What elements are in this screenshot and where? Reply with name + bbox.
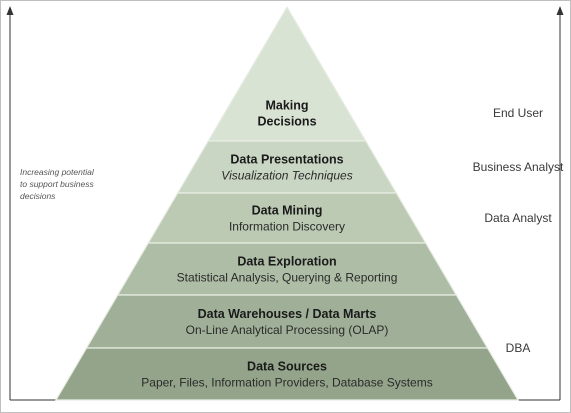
left-axis-arrow (6, 6, 14, 400)
right-axis-arrow (556, 6, 564, 400)
side-note-line-1: to support business (20, 179, 94, 189)
pyramid-level-2 (147, 192, 427, 244)
pyramid-level-3-title: Data Exploration (237, 255, 336, 269)
pyramid-level-2-title: Data Mining (252, 204, 323, 218)
role-label-2: Data Analyst (484, 211, 552, 225)
pyramid-level-4-subtitle: On-Line Analytical Processing (OLAP) (186, 323, 389, 337)
pyramid-level-3-subtitle: Statistical Analysis, Querying & Reporti… (177, 271, 398, 285)
role-label-3: DBA (506, 341, 531, 355)
pyramid-level-5-title: Data Sources (247, 360, 327, 374)
pyramid-level-1 (176, 140, 398, 194)
pyramid-level-1-title: Data Presentations (230, 153, 343, 167)
pyramid-level-3 (116, 242, 458, 296)
pyramid-level-4-title: Data Warehouses / Data Marts (198, 307, 377, 321)
pyramid-level-0-title: Making (265, 99, 308, 113)
side-note: Increasing potential to support business d… (20, 167, 95, 201)
pyramid-level-2-subtitle: Information Discovery (229, 220, 345, 234)
pyramid-level-5-subtitle: Paper, Files, Information Providers, Dat… (141, 376, 432, 390)
pyramid-level-0-title: Decisions (257, 115, 316, 129)
side-note-line-2: decisions (20, 191, 56, 201)
pyramid-level-5 (54, 347, 520, 401)
pyramid-level-1-subtitle: Visualization Techniques (221, 169, 352, 183)
side-note-line-0: Increasing potential (20, 167, 95, 177)
role-label-0: End User (493, 106, 543, 120)
pyramid-level-4 (85, 294, 489, 349)
role-label-1: Business Analyst (473, 160, 564, 174)
pyramid (54, 5, 520, 401)
